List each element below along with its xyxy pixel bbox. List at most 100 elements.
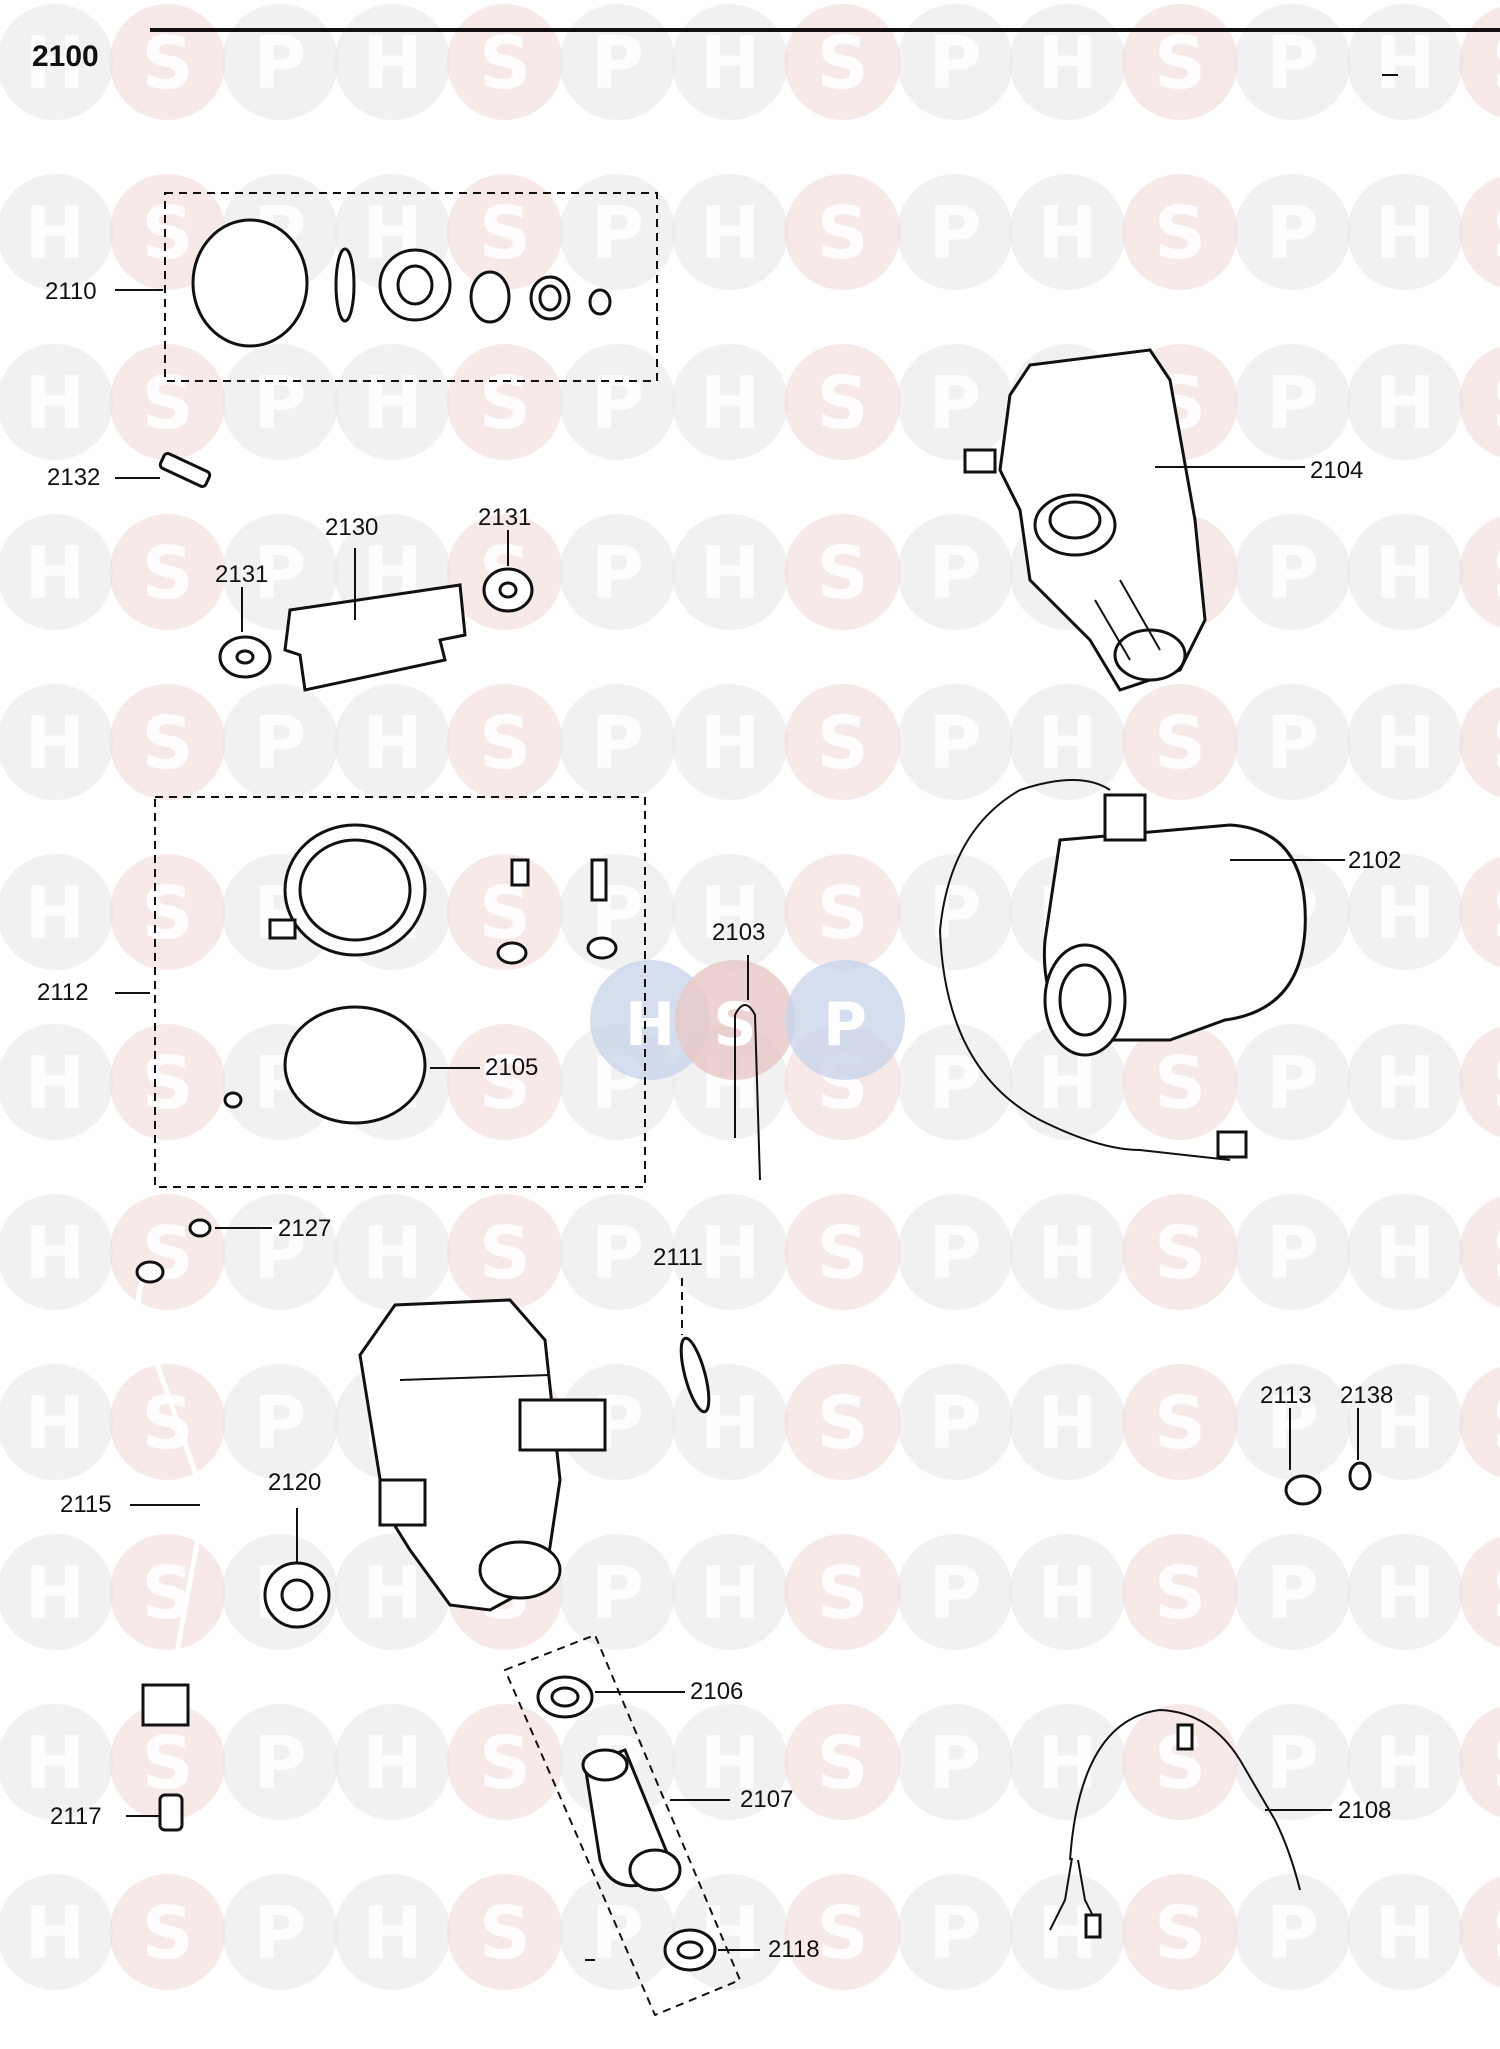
part-2130-bracket: 2130 (283, 514, 467, 692)
watermark-circle (672, 4, 788, 120)
watermark-circle (109, 344, 226, 460)
watermark-letter: S (479, 21, 531, 105)
watermark-circle (559, 684, 676, 800)
part-2117-fitting: 2117 (50, 1793, 184, 1832)
watermark-circle (1459, 1196, 1500, 1308)
watermark-circle (897, 174, 1013, 290)
watermark-letter: S (1154, 21, 1206, 105)
watermark-letter: P (254, 1891, 307, 1975)
part-2105-o-ring: 2105 (283, 1005, 538, 1125)
watermark-circle (897, 344, 1013, 460)
watermark-letter: S (817, 191, 869, 275)
watermark-letter: S (817, 531, 869, 615)
watermark-circle (447, 1194, 563, 1310)
watermark-letter: H (1375, 361, 1435, 445)
watermark-circle (1122, 174, 1238, 290)
watermark-circle (672, 514, 788, 630)
watermark-letter: P (591, 531, 644, 615)
watermark-circle (1347, 684, 1463, 800)
watermark-circle (0, 1194, 113, 1310)
watermark-circle (1347, 344, 1463, 460)
watermark-letter: S (479, 1721, 531, 1805)
watermark-letter: H (1375, 531, 1435, 615)
part-2112-pump-head-kit: 2112 (37, 796, 646, 1188)
watermark-circle (784, 514, 901, 630)
watermark-circle (1122, 1024, 1238, 1140)
watermark-letter: S (1492, 1211, 1500, 1295)
watermark-letter: S (1154, 1551, 1206, 1635)
watermark-letter: H (700, 1551, 760, 1635)
watermark-circle (0, 1704, 113, 1820)
watermark-letter: H (1375, 1551, 1435, 1635)
watermark-circle (1347, 1024, 1463, 1140)
watermark-circle (1459, 1536, 1500, 1648)
watermark-letter: S (817, 1551, 869, 1635)
label-2106: 2106 (690, 1678, 743, 1705)
watermark-circle (109, 1534, 226, 1650)
watermark-circle (1234, 4, 1351, 120)
watermark-letter: S (1492, 531, 1500, 615)
label-2108: 2108 (1338, 1797, 1391, 1824)
watermark-letter: P (591, 191, 644, 275)
watermark-letter: S (1492, 21, 1500, 105)
watermark-letter: S (1492, 1551, 1500, 1635)
watermark-letter: H (1037, 1211, 1097, 1295)
label-2105: 2105 (485, 1054, 538, 1081)
label-2102: 2102 (1348, 847, 1401, 874)
watermark-circle (447, 1024, 563, 1140)
watermark-circle (1234, 514, 1351, 630)
watermark-letter: H (1037, 1551, 1097, 1635)
watermark-circle (222, 684, 338, 800)
watermark-circle (1122, 1874, 1238, 1990)
part-2107-valve: 2107 (581, 1748, 793, 1892)
label-2131-right: 2131 (478, 504, 531, 531)
watermark-letter: S (1154, 1891, 1206, 1975)
watermark-letter: H (1375, 21, 1435, 105)
watermark-circle (1347, 854, 1463, 970)
watermark-letter: H (700, 191, 760, 275)
watermark-letter: S (817, 1381, 869, 1465)
watermark-letter: P (1266, 1721, 1319, 1805)
watermark-circle (784, 4, 901, 120)
watermark-letter: S (817, 871, 869, 955)
watermark-letter: S (1154, 191, 1206, 275)
watermark-letter: P (929, 361, 982, 445)
label-2131-left: 2131 (215, 561, 268, 588)
watermark-letter: H (700, 701, 760, 785)
watermark-circle (897, 684, 1013, 800)
watermark-circle (897, 854, 1013, 970)
watermark-circle (109, 1874, 226, 1990)
watermark-circle (1234, 344, 1351, 460)
watermark-circle (222, 514, 338, 630)
watermark-circle (1009, 1874, 1126, 1990)
part-2118-washer: 2118 (663, 1928, 820, 1972)
watermark-circle (1459, 516, 1500, 628)
watermark-letter: S (142, 871, 194, 955)
label-2132: 2132 (47, 464, 100, 491)
part-2131-grommet-left: 2131 (215, 561, 272, 679)
watermark-circle (0, 1534, 113, 1650)
watermark-circle (334, 1874, 451, 1990)
watermark-letter: P (929, 531, 982, 615)
watermark-letter: P (929, 1721, 982, 1805)
watermark-letter: S (1492, 191, 1500, 275)
watermark-circle (897, 4, 1013, 120)
watermark-circle (1009, 174, 1126, 290)
watermark-circle (897, 1534, 1013, 1650)
watermark-circle (672, 1194, 788, 1310)
watermark-circle (1459, 6, 1500, 118)
watermark-letter: P (929, 1041, 982, 1125)
watermark-letter: P (254, 1721, 307, 1805)
watermark-circle (1459, 1876, 1500, 1988)
watermark-letter: S (1492, 361, 1500, 445)
watermark-letter: H (25, 1211, 85, 1295)
watermark-letter: P (929, 21, 982, 105)
watermark-letter: P (591, 361, 644, 445)
watermark-circle (784, 1534, 901, 1650)
watermark-circle (559, 4, 676, 120)
watermark-circle (784, 684, 901, 800)
watermark-letter: S (1154, 1041, 1206, 1125)
watermark-circle (222, 1364, 338, 1480)
watermark-circle (1459, 1706, 1500, 1818)
watermark-letter: P (591, 1551, 644, 1635)
